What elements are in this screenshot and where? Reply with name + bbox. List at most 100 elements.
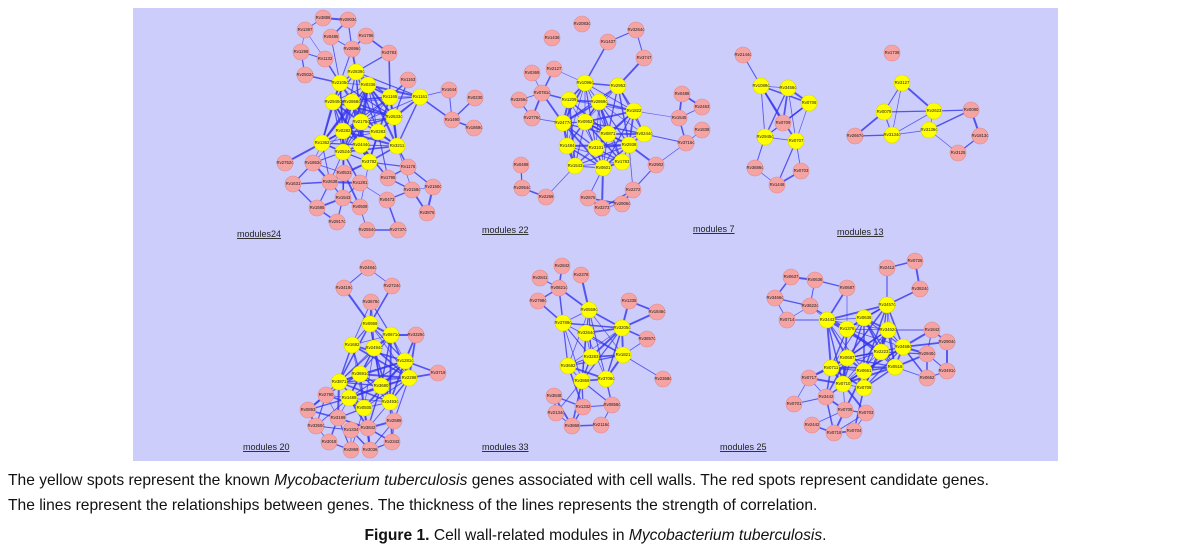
node-label: Rv2589 xyxy=(387,418,402,423)
node-circle xyxy=(938,362,956,380)
node-circle xyxy=(317,386,335,404)
gene-relationship-edge xyxy=(584,82,597,149)
candidate-gene-node: Rv2463 xyxy=(693,98,711,116)
candidate-gene-node: Rv3264c xyxy=(628,21,645,39)
module-label: modules 20 xyxy=(243,442,290,452)
candidate-gene-node: Rv0701 xyxy=(785,395,803,413)
node-label: Rv2903c xyxy=(340,17,358,22)
node-label: Rv0718 xyxy=(827,430,842,435)
candidate-gene-node: Rv1332 xyxy=(574,398,592,416)
node-label: Rv2737c xyxy=(390,227,408,232)
node-circle xyxy=(855,362,873,380)
node-label: Rv1334 xyxy=(344,427,359,432)
node-label: Rv1298 xyxy=(294,49,309,54)
known-gene-node: Rv0636 xyxy=(855,309,873,327)
node-label: Rv2463 xyxy=(695,104,710,109)
node-circle xyxy=(566,157,584,175)
node-label: Rv1846c xyxy=(649,309,667,314)
figure-title: Figure 1. Cell wall-related modules in M… xyxy=(0,527,1191,545)
node-label: Rv1362 xyxy=(315,140,330,145)
known-gene-node: Rv2869c xyxy=(590,93,608,111)
node-circle xyxy=(554,114,572,132)
node-circle xyxy=(553,257,571,275)
candidate-gene-node: Rv0893 xyxy=(299,401,317,419)
node-circle xyxy=(878,259,896,277)
known-gene-node: Rv1821 xyxy=(614,346,632,364)
node-circle xyxy=(388,137,406,155)
node-circle xyxy=(580,301,598,319)
candidate-gene-node: Rv3716c xyxy=(678,134,696,152)
node-circle xyxy=(825,424,843,442)
node-label: Rv0858c xyxy=(604,402,622,407)
node-label: Rv0959 xyxy=(363,321,378,326)
node-label: Rv0703 xyxy=(859,410,874,415)
known-gene-node: Rv2623 xyxy=(925,102,943,120)
node-label: Rv1436 xyxy=(545,35,560,40)
node-circle xyxy=(284,175,302,193)
candidate-gene-node: Rv1298 xyxy=(292,43,310,61)
gene-relationship-edge xyxy=(363,347,375,409)
node-circle xyxy=(925,102,943,120)
node-circle xyxy=(647,156,665,174)
node-circle xyxy=(529,292,547,310)
node-label: Rv2298 xyxy=(402,375,417,380)
node-circle xyxy=(443,111,461,129)
node-label: Rv2554c xyxy=(359,227,377,232)
node-label: Rv2842 xyxy=(555,263,570,268)
node-label: Rv1132 xyxy=(318,56,333,61)
node-label: Rv1863c xyxy=(305,160,323,165)
candidate-gene-node: Rv1846c xyxy=(648,303,667,321)
gene-relationship-edge xyxy=(584,82,635,112)
node-label: Rv3682 xyxy=(561,363,576,368)
node-circle xyxy=(343,336,361,354)
node-label: Rv2223 xyxy=(874,349,889,354)
known-gene-node: Rv3789c xyxy=(555,314,572,332)
node-circle xyxy=(670,109,688,127)
node-circle xyxy=(590,93,608,111)
node-label: Rv2158c xyxy=(404,187,422,192)
known-gene-node: Rv3283 xyxy=(582,348,600,366)
candidate-gene-node: Rv1163 xyxy=(399,71,417,89)
node-circle xyxy=(361,441,379,459)
node-label: Rv1842 xyxy=(925,327,940,332)
node-label: Rv0687 xyxy=(840,355,855,360)
node-circle xyxy=(894,338,912,356)
node-circle xyxy=(369,123,387,141)
known-gene-node: Rv1165 xyxy=(381,88,399,106)
node-label: Rv2175c xyxy=(353,119,371,124)
known-gene-node: Rv0516 xyxy=(886,358,904,376)
node-circle xyxy=(382,326,400,344)
known-gene-node: Rv3136c xyxy=(921,121,938,139)
candidate-gene-node: Rv2442 xyxy=(803,416,821,434)
node-label: Rv1644 xyxy=(442,87,457,92)
known-gene-node: Rv3211 xyxy=(388,137,406,155)
node-circle xyxy=(879,321,897,339)
node-circle xyxy=(648,303,666,321)
gene-relationship-edge xyxy=(363,377,410,409)
candidate-gene-node: Rv0369 xyxy=(523,64,541,82)
candidate-gene-node: Rv0714 xyxy=(778,311,796,329)
known-gene-node: Rv3443 xyxy=(818,311,836,329)
node-label: Rv3782 xyxy=(362,159,377,164)
node-circle xyxy=(351,365,369,383)
candidate-gene-node: Rv1838 xyxy=(693,121,711,139)
node-label: Rv2150c xyxy=(425,184,443,189)
node-circle xyxy=(855,379,873,397)
node-circle xyxy=(385,108,403,126)
known-gene-node: Rv0871 xyxy=(599,125,617,143)
module-label: modules24 xyxy=(237,229,281,239)
node-circle xyxy=(339,11,357,29)
node-circle xyxy=(407,326,425,344)
node-circle xyxy=(949,144,967,162)
candidate-gene-node: Rv1796 xyxy=(357,27,375,45)
node-circle xyxy=(400,369,418,387)
gene-relationship-edge xyxy=(617,85,630,146)
node-label: Rv2940c xyxy=(919,351,937,356)
node-label: Rv3273 xyxy=(595,205,610,210)
node-circle xyxy=(962,101,980,119)
known-gene-node: Rv1543 xyxy=(566,157,584,175)
node-label: Rv2696c xyxy=(344,46,362,51)
node-circle xyxy=(560,91,578,109)
node-label: Rv3716c xyxy=(678,140,696,145)
